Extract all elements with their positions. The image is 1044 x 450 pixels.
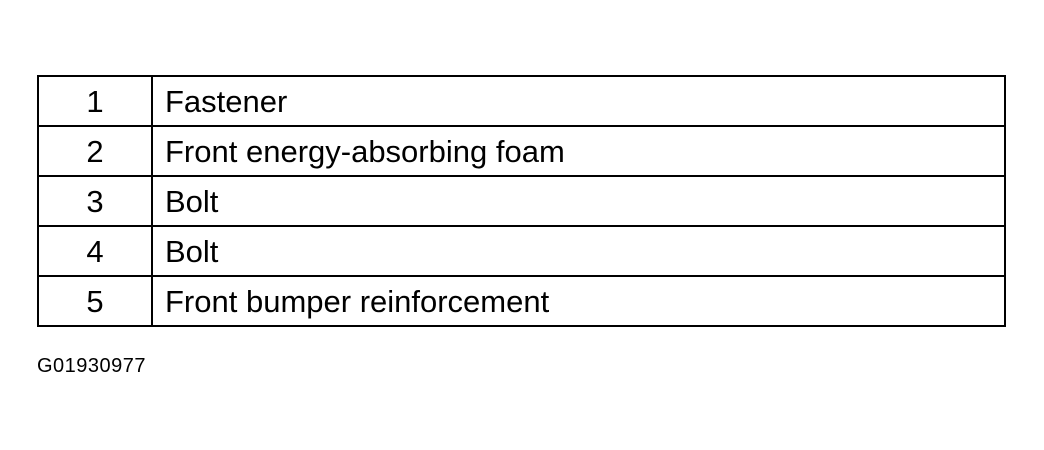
parts-legend-table: 1 Fastener 2 Front energy-absorbing foam…: [37, 75, 1006, 327]
table-row: 2 Front energy-absorbing foam: [37, 125, 1006, 177]
figure-id: G01930977: [37, 355, 147, 377]
table-row: 3 Bolt: [37, 175, 1006, 227]
part-description: Front energy-absorbing foam: [151, 125, 1006, 177]
part-number: 2: [37, 125, 153, 177]
part-description: Front bumper reinforcement: [151, 275, 1006, 327]
table-row: 4 Bolt: [37, 225, 1006, 277]
part-number: 1: [37, 75, 153, 127]
part-description: Bolt: [151, 225, 1006, 277]
part-number: 3: [37, 175, 153, 227]
part-description: Bolt: [151, 175, 1006, 227]
table-row: 5 Front bumper reinforcement: [37, 275, 1006, 327]
table-row: 1 Fastener: [37, 75, 1006, 127]
part-number: 4: [37, 225, 153, 277]
part-description: Fastener: [151, 75, 1006, 127]
part-number: 5: [37, 275, 153, 327]
